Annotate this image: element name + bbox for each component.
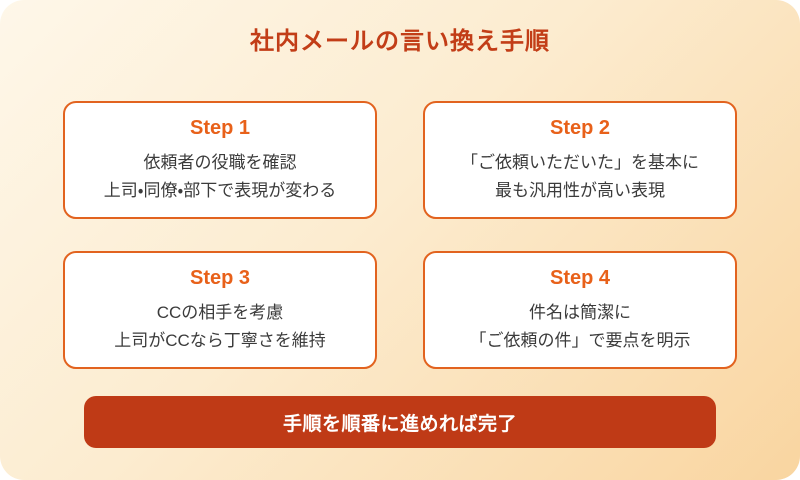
step-1-line-1: 依頼者の役職を確認 <box>143 153 297 172</box>
step-1-card: Step 1 依頼者の役職を確認 上司・同僚・部下で表現が変わる <box>63 101 377 219</box>
step-2-line-1: 「ご依頼いただいた」を基本に <box>461 153 699 172</box>
step-3-line-2: 上司がCCなら丁寧さを維持 <box>114 331 326 350</box>
step-1-label: Step 1 <box>189 117 251 139</box>
step-2-label: Step 2 <box>549 117 611 139</box>
step-4-card: Step 4 件名は簡潔に 「ご依頼の件」で要点を明示 <box>423 251 737 369</box>
step-2-card: Step 2 「ご依頼いただいた」を基本に 最も汎用性が高い表現 <box>423 101 737 219</box>
completion-banner: 手順を順番に進めれば完了 <box>84 396 716 448</box>
step-3-label: Step 3 <box>189 267 251 289</box>
completion-banner-label: 手順を順番に進めれば完了 <box>282 413 517 435</box>
step-4-line-2: 「ご依頼の件」で要点を明示 <box>469 331 691 350</box>
page-title: 社内メールの言い換え手順 <box>250 28 550 55</box>
step-2-line-2: 最も汎用性が高い表現 <box>495 181 665 200</box>
step-1-line-2: 上司・同僚・部下で表現が変わる <box>103 181 337 200</box>
step-3-card: Step 3 CCの相手を考慮 上司がCCなら丁寧さを維持 <box>63 251 377 369</box>
steps-grid: Step 1 依頼者の役職を確認 上司・同僚・部下で表現が変わる Step 2 … <box>63 101 737 369</box>
step-3-line-1: CCの相手を考慮 <box>156 303 284 322</box>
step-4-label: Step 4 <box>549 267 611 289</box>
step-4-line-1: 件名は簡潔に <box>529 303 631 322</box>
